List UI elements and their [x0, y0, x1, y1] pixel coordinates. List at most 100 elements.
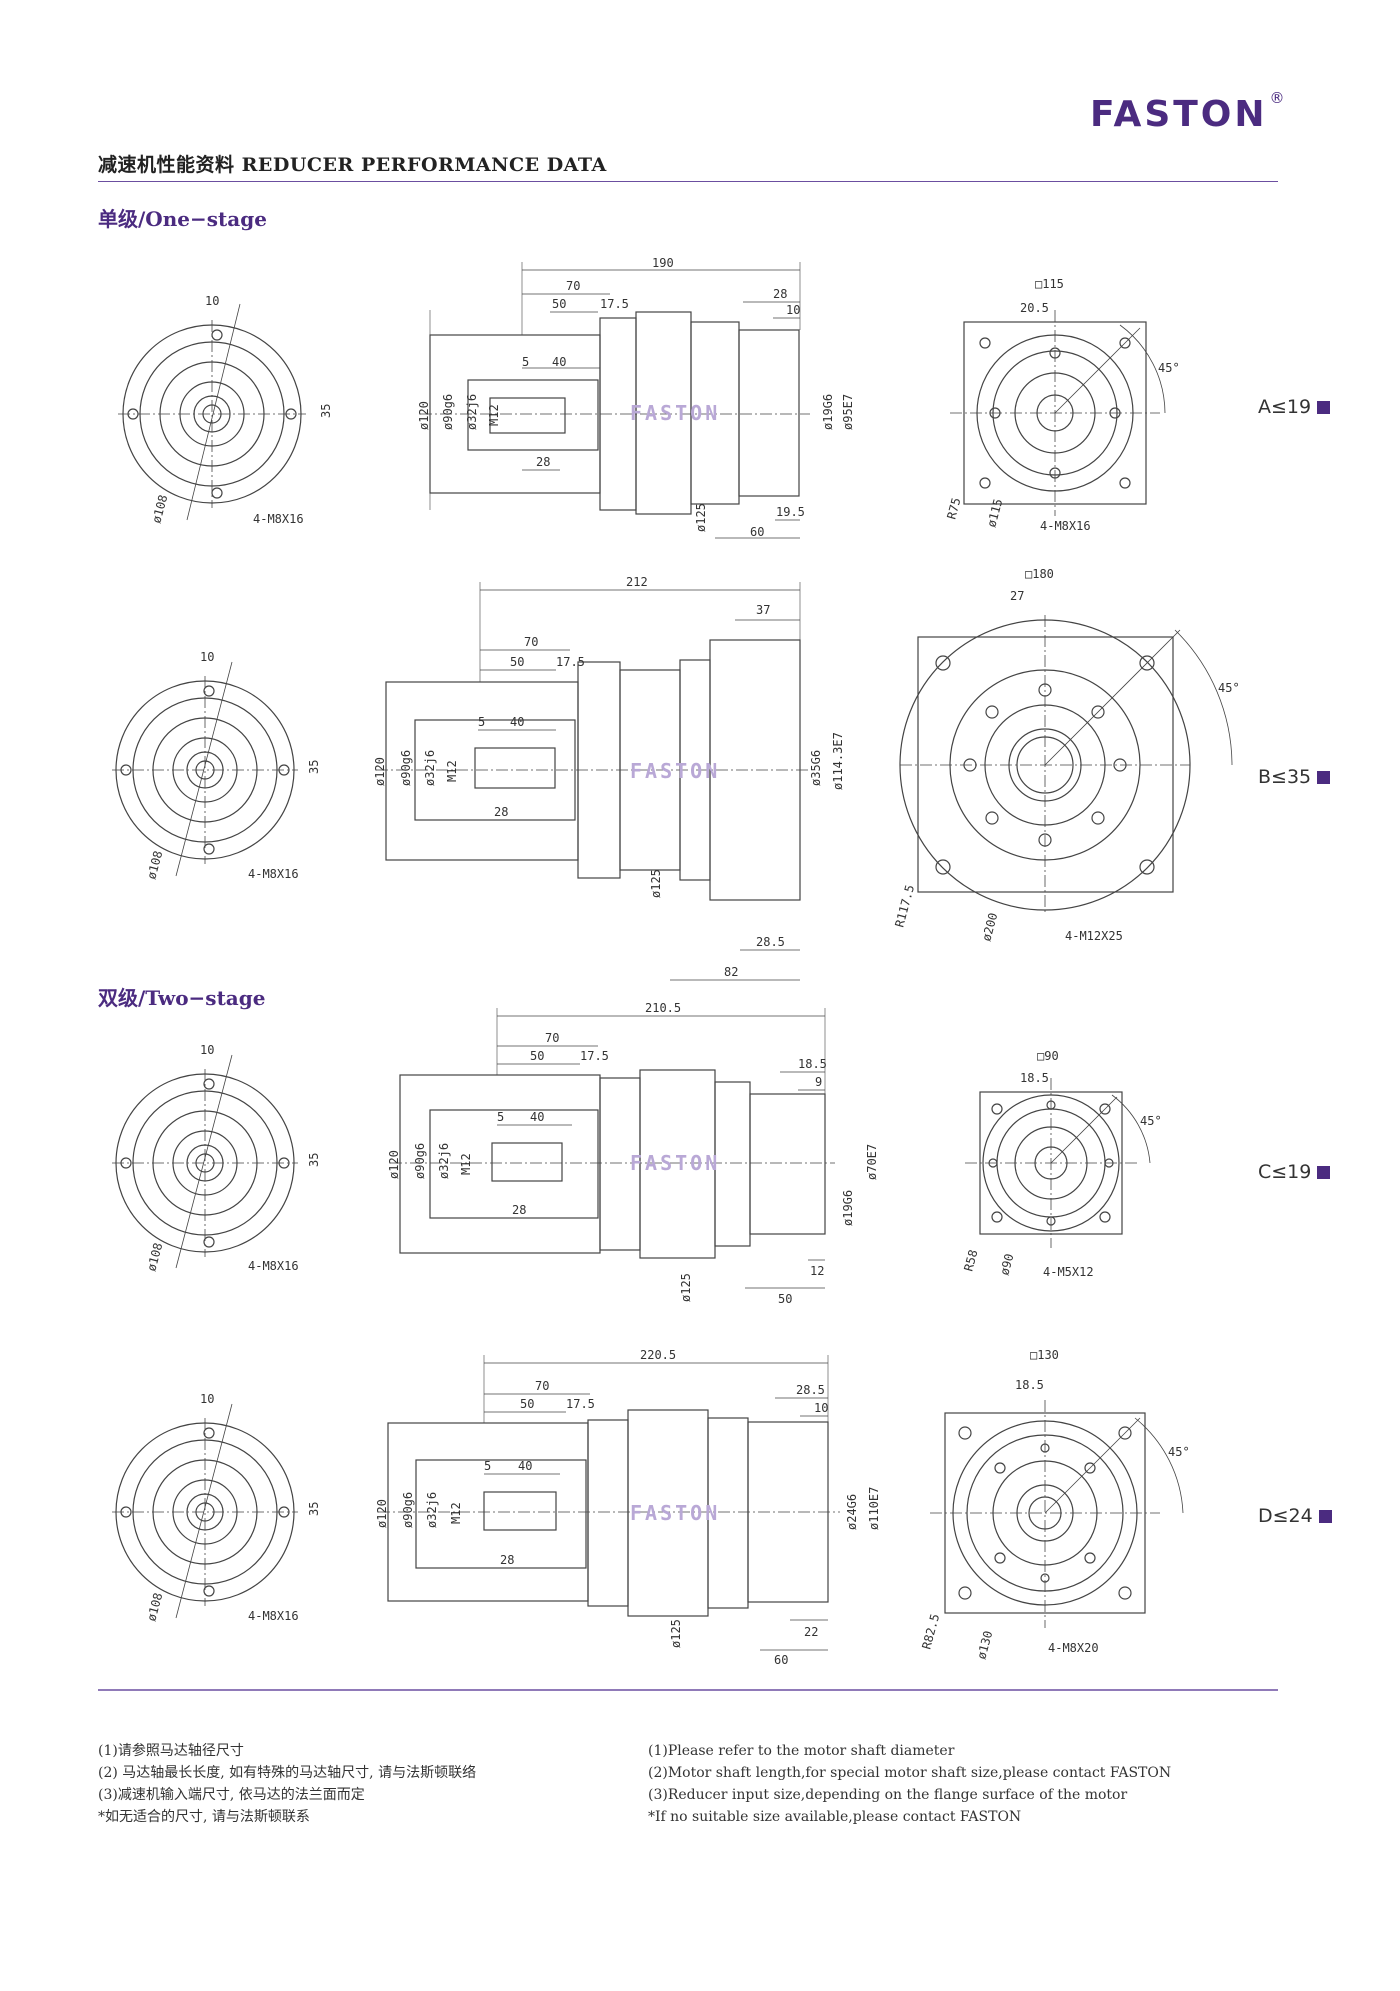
flange-a-angle: 45° [1158, 361, 1180, 375]
side-d-top1: 28.5 [796, 1383, 825, 1397]
note-en-3: (3)Reducer input size,depending on the f… [648, 1787, 1128, 1803]
note-en-1: (1)Please refer to the motor shaft diame… [648, 1743, 955, 1759]
side-c-l40: 40 [530, 1110, 544, 1124]
flange-c-radius: R58 [961, 1248, 980, 1273]
front-b-h35: 35 [307, 760, 321, 774]
side-d-d90: ø90g6 [401, 1492, 415, 1528]
side-d-total: 220.5 [640, 1348, 676, 1362]
technical-drawings: 10 35 ø108 4-M8X16 190 70 50 17.5 5 40 2… [98, 256, 1278, 1691]
side-c-d120: ø120 [387, 1150, 401, 1179]
note-cn-2: (2) 马达轴最长长度, 如有特殊的马达轴尺寸, 请与法斯顿联络 [98, 1765, 477, 1781]
flange-view-a [950, 310, 1166, 516]
front-b-pcd: ø108 [144, 849, 165, 881]
side-d-l50: 50 [520, 1397, 534, 1411]
flange-c-holes: 4-M5X12 [1043, 1265, 1094, 1279]
side-c-l28: 28 [512, 1203, 526, 1217]
side-a-r60: 60 [750, 525, 764, 539]
front-view-b [112, 661, 298, 877]
side-d-top2: 10 [814, 1401, 828, 1415]
flange-d-radius: R82.5 [919, 1612, 942, 1651]
front-a-w10: 10 [205, 294, 219, 308]
side-b-top1: 37 [756, 603, 770, 617]
variant-code-a: A≤19 [1258, 396, 1331, 418]
flange-a-radius: R75 [944, 496, 963, 521]
side-a-d125: ø125 [694, 503, 708, 532]
side-d-l70: 70 [535, 1379, 549, 1393]
flange-c-offset: 18.5 [1020, 1071, 1049, 1085]
section-one-stage: 单级/One−stage [98, 207, 267, 231]
side-d-l17: 17.5 [566, 1397, 595, 1411]
side-c-pilot: ø70E7 [865, 1144, 879, 1180]
side-b-d90: ø90g6 [399, 750, 413, 786]
side-c-l17: 17.5 [580, 1049, 609, 1063]
side-a-l50: 50 [552, 297, 566, 311]
front-d-pcd: ø108 [144, 1591, 165, 1623]
note-en-2: (2)Motor shaft length,for special motor … [648, 1765, 1172, 1781]
variant-code-d: D≤24 [1258, 1505, 1332, 1527]
side-d-pilot: ø110E7 [867, 1487, 881, 1530]
flange-d-holes: 4-M8X20 [1048, 1641, 1099, 1655]
side-d-r19: 22 [804, 1625, 818, 1639]
side-d-l5: 5 [484, 1459, 491, 1473]
side-a-m: M12 [487, 404, 501, 426]
note-en-4: *If no suitable size available,please co… [648, 1809, 1022, 1825]
page-title: 减速机性能资料 REDUCER PERFORMANCE DATA [98, 154, 607, 176]
front-a-holes: 4-M8X16 [253, 512, 304, 526]
watermark-a: FASTON [630, 401, 720, 425]
front-c-holes: 4-M8X16 [248, 1259, 299, 1273]
side-b-d32: ø32j6 [423, 750, 437, 786]
front-c-w10: 10 [200, 1043, 214, 1057]
side-a-l17: 17.5 [600, 297, 629, 311]
note-cn-3: (3)减速机输入端尺寸, 依马达的法兰面而定 [98, 1787, 365, 1803]
side-b-l50: 50 [510, 655, 524, 669]
flange-view-d [930, 1400, 1184, 1628]
note-cn-1: (1)请参照马达轴径尺寸 [98, 1743, 244, 1759]
side-b-pilot: ø114.3E7 [831, 732, 845, 790]
front-a-pcd: ø108 [149, 493, 170, 525]
side-d-r60: 60 [774, 1653, 788, 1667]
watermark-d: FASTON [630, 1501, 720, 1525]
side-a-bore: ø19G6 [821, 394, 835, 430]
side-a-d90: ø90g6 [441, 394, 455, 430]
flange-d-offset: 18.5 [1015, 1378, 1044, 1392]
side-d-bore: ø24G6 [845, 1494, 859, 1530]
side-d-l28: 28 [500, 1553, 514, 1567]
side-a-l70: 70 [566, 279, 580, 293]
flange-view-c [965, 1078, 1151, 1248]
front-b-w10: 10 [200, 650, 214, 664]
note-cn-4: *如无适合的尺寸, 请与法斯顿联系 [98, 1809, 310, 1825]
side-c-top1: 18.5 [798, 1057, 827, 1071]
side-a-l40: 40 [552, 355, 566, 369]
side-b-r19: 28.5 [756, 935, 785, 949]
flange-a-pcd: ø115 [984, 497, 1005, 529]
side-c-l70: 70 [545, 1031, 559, 1045]
side-view-b [376, 582, 810, 981]
side-c-total: 210.5 [645, 1001, 681, 1015]
side-b-d125: ø125 [649, 869, 663, 898]
side-c-d125: ø125 [679, 1273, 693, 1302]
flange-c-square: □90 [1037, 1049, 1059, 1063]
flange-b-offset: 27 [1010, 589, 1024, 603]
side-a-r19: 19.5 [776, 505, 805, 519]
side-c-d32: ø32j6 [437, 1143, 451, 1179]
side-d-d32: ø32j6 [425, 1492, 439, 1528]
side-b-l17: 17.5 [556, 655, 585, 669]
side-c-d90: ø90g6 [413, 1143, 427, 1179]
side-view-a [420, 262, 810, 539]
side-c-m: M12 [459, 1153, 473, 1175]
notes-english: (1)Please refer to the motor shaft diame… [648, 1740, 1171, 1828]
flange-b-holes: 4-M12X25 [1065, 929, 1123, 943]
side-c-r19: 12 [810, 1264, 824, 1278]
front-d-holes: 4-M8X16 [248, 1609, 299, 1623]
flange-b-radius: R117.5 [892, 883, 917, 929]
side-b-l5: 5 [478, 715, 485, 729]
side-a-l28: 28 [536, 455, 550, 469]
side-a-d32: ø32j6 [465, 394, 479, 430]
front-view-a [118, 303, 306, 521]
flange-a-square: □115 [1035, 277, 1064, 291]
flange-a-holes: 4-M8X16 [1040, 519, 1091, 533]
side-d-m: M12 [449, 1502, 463, 1524]
variant-code-c: C≤19 [1258, 1161, 1331, 1183]
front-d-w10: 10 [200, 1392, 214, 1406]
flange-d-square: □130 [1030, 1348, 1059, 1362]
